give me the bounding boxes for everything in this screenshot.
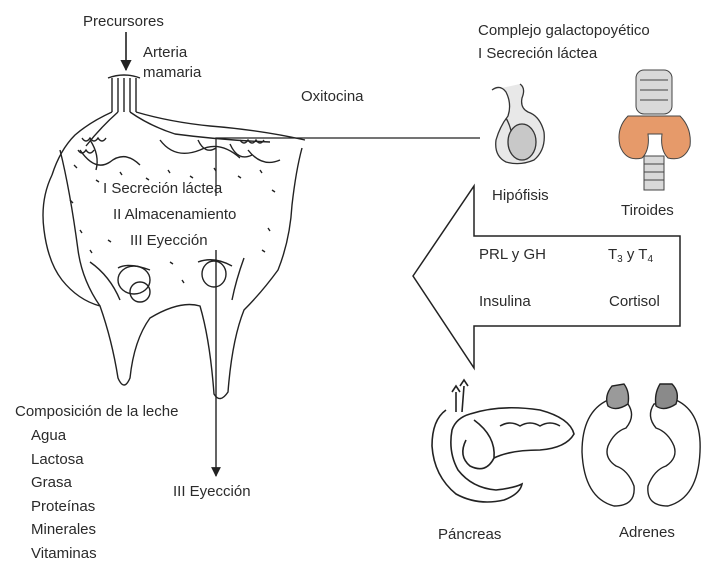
artery-label-line1: Arteria (143, 44, 187, 62)
milk-composition-list: Agua Lactosa Grasa Proteínas Minerales V… (31, 424, 97, 566)
adrenal-kidney-drawing (582, 384, 700, 506)
precursors-label: Precursores (83, 13, 164, 31)
artery-label-line2: mamaria (143, 64, 201, 82)
ejection-label: III Eyección (173, 483, 251, 501)
thyroid-drawing (619, 70, 690, 190)
pancreas-label: Páncreas (438, 526, 501, 544)
milk-component: Lactosa (31, 448, 97, 472)
milk-component: Grasa (31, 471, 97, 495)
adrenals-label: Adrenes (619, 524, 675, 542)
pituitary-gland-drawing (492, 84, 544, 164)
oxytocin-pathway-line (216, 138, 480, 196)
milk-component: Vitaminas (31, 542, 97, 566)
cortisol-label: Cortisol (609, 293, 660, 311)
oxytocin-label: Oxitocina (301, 88, 364, 106)
milk-component: Minerales (31, 518, 97, 542)
thyroid-label: Tiroides (621, 202, 674, 220)
gland-stage-storage: II Almacenamiento (113, 206, 236, 224)
milk-composition-title: Composición de la leche (15, 403, 178, 421)
milk-component: Agua (31, 424, 97, 448)
complex-subtitle: I Secreción láctea (478, 45, 597, 63)
milk-component: Proteínas (31, 495, 97, 519)
prl-gh-label: PRL y GH (479, 246, 546, 264)
gland-stage-secretion: I Secreción láctea (103, 180, 222, 198)
pituitary-label: Hipófisis (492, 187, 549, 205)
gland-stage-ejection: III Eyección (130, 232, 208, 250)
insulin-label: Insulina (479, 293, 531, 311)
complex-title: Complejo galactopoyético (478, 22, 650, 40)
pancreas-drawing (432, 380, 574, 502)
t3-t4-label: T3 y T4 (608, 246, 653, 269)
